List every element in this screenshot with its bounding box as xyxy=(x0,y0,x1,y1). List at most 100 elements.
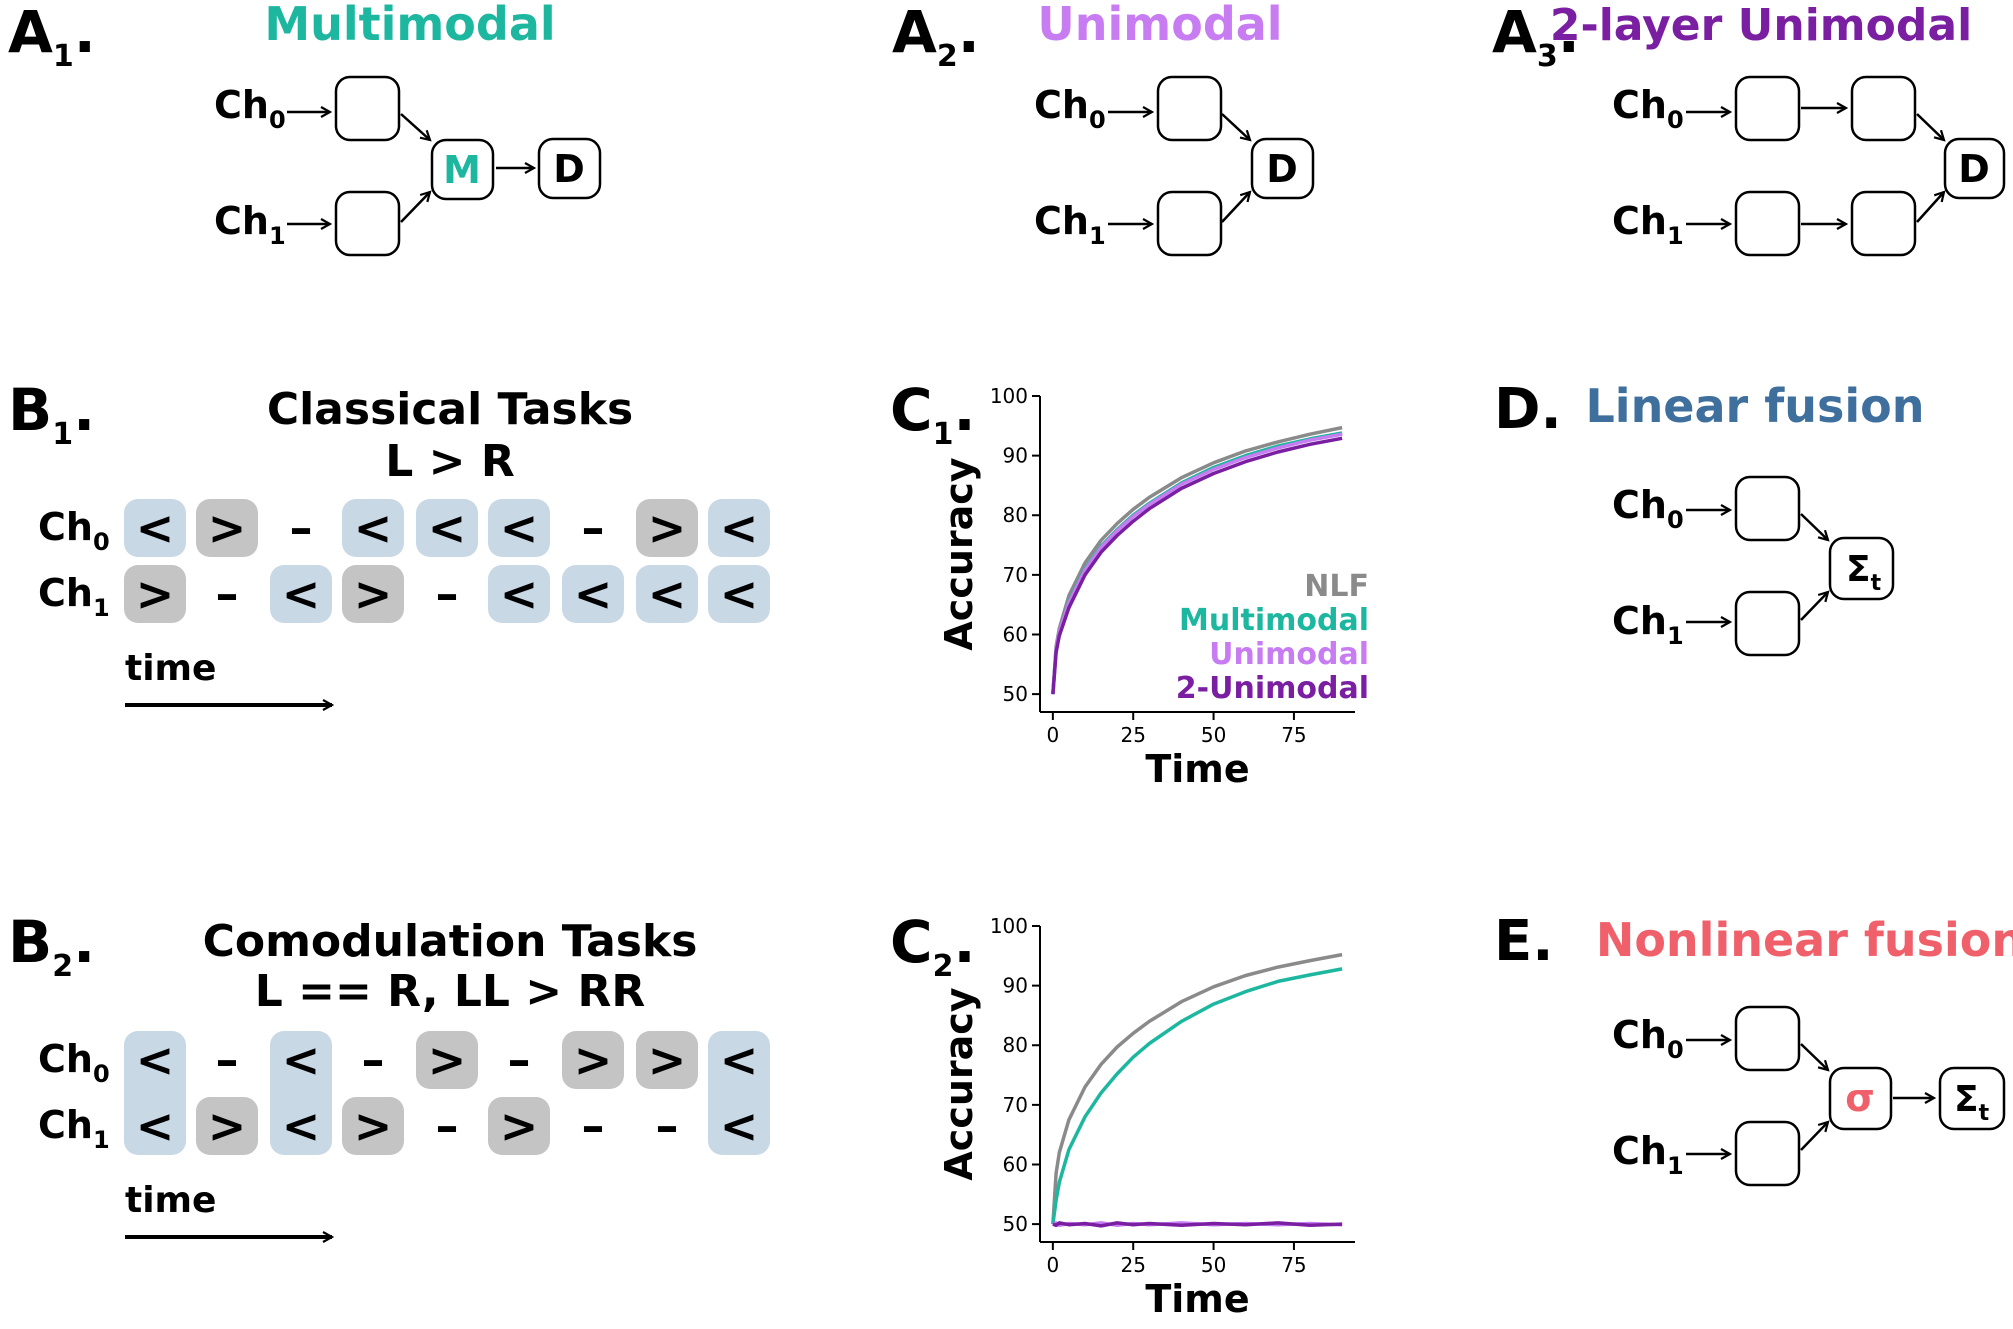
e-ch0-label: Ch0 xyxy=(1612,1013,1684,1064)
e-unit0-to-sigma-arrow xyxy=(1800,1043,1828,1070)
b1-seq-symbol-0-4: < xyxy=(428,501,467,555)
chart-c1-xtick-label-1: 25 xyxy=(1120,723,1145,747)
a3-unit-1a xyxy=(1734,190,1801,257)
a1-unit-1 xyxy=(334,190,401,257)
b1-seq-cell-bg-1-6 xyxy=(562,565,624,623)
a2-ch1-label: Ch1 xyxy=(1034,199,1106,250)
chart-c1-xtick-label-0: 0 xyxy=(1046,723,1059,747)
b2-seq-joint-bg-2 xyxy=(270,1031,332,1155)
b2-seq-cell-bg-1-1 xyxy=(196,1097,258,1155)
panel-a2-letter: A2. xyxy=(892,0,980,74)
b2-seq-symbol-1-8: < xyxy=(720,1099,759,1153)
a1-fusion-node-label: M xyxy=(443,148,481,192)
chart-c2-xtick-label-3: 75 xyxy=(1281,1253,1306,1277)
b1-seq-symbol-1-8: < xyxy=(720,567,759,621)
b1-seq-symbol-1-0: > xyxy=(136,567,175,621)
chart-c1-xtick-label-2: 50 xyxy=(1201,723,1226,747)
b1-seq-symbol-1-3: > xyxy=(354,567,393,621)
chart-c2-ytick-label-4: 90 xyxy=(1003,974,1028,998)
b2-seq-symbol-0-2: < xyxy=(282,1033,321,1087)
e-unit-0 xyxy=(1734,1005,1801,1072)
panel-e-title: Nonlinear fusion xyxy=(1596,913,2013,967)
e-unit1-to-sigma-arrow xyxy=(1800,1122,1828,1151)
d-sum-node-label: Σt xyxy=(1846,549,1882,596)
panel-a2-title: Unimodal xyxy=(1037,0,1282,51)
panel-e: E. Nonlinear fusion Ch0 Ch1 σ Σt xyxy=(1494,909,2013,1187)
e-sum-node xyxy=(1938,1066,2006,1131)
b1-seq-cell-bg-1-7 xyxy=(636,565,698,623)
panel-d: D. Linear fusion Ch0 Ch1 Σt xyxy=(1494,377,1925,657)
b1-seq-symbol-0-6: – xyxy=(582,501,605,555)
panel-c2-letter: C2. xyxy=(890,908,976,984)
b2-seq-symbol-0-1: – xyxy=(216,1033,239,1087)
b1-seq-cell-bg-1-2 xyxy=(270,565,332,623)
chart-c1-ytick-label-1: 60 xyxy=(1003,622,1028,646)
a1-decision-node-label: D xyxy=(553,147,585,191)
b1-ch1-label: Ch1 xyxy=(38,571,110,622)
chart-c2-ytick-label-2: 70 xyxy=(1003,1093,1028,1117)
a1-ch0-label: Ch0 xyxy=(214,83,286,134)
b2-seq-joint-bg-0 xyxy=(124,1031,186,1155)
a3-unit-0b xyxy=(1850,75,1917,142)
b1-seq-cell-bg-0-5 xyxy=(488,499,550,557)
chart-c2-ytick-label-3: 80 xyxy=(1003,1033,1028,1057)
b1-seq-symbol-1-7: < xyxy=(648,567,687,621)
chart-c2-xtick-label-0: 0 xyxy=(1046,1253,1059,1277)
a1-decision-node xyxy=(537,137,602,200)
a2-ch0-label: Ch0 xyxy=(1034,83,1106,134)
panel-c1-letter: C1. xyxy=(890,376,976,452)
chart-c2-xtick-label-1: 25 xyxy=(1120,1253,1145,1277)
b1-seq-cell-bg-0-4 xyxy=(416,499,478,557)
panel-a2: A2. Unimodal Ch0 Ch1 D xyxy=(892,0,1315,257)
panel-a3-letter: A3. xyxy=(1492,0,1580,74)
b1-seq-cell-bg-0-1 xyxy=(196,499,258,557)
b1-seq-cell-bg-1-8 xyxy=(708,565,770,623)
b2-seq-cell-bg-1-3 xyxy=(342,1097,404,1155)
a2-unit-0 xyxy=(1156,75,1223,142)
b2-seq-symbol-0-4: > xyxy=(428,1033,467,1087)
a3-ch1-label: Ch1 xyxy=(1612,199,1684,250)
b2-seq-symbol-1-2: < xyxy=(282,1099,321,1153)
b1-seq-cell-bg-0-8 xyxy=(708,499,770,557)
panel-e-letter: E. xyxy=(1494,909,1554,974)
b1-seq-symbol-1-4: – xyxy=(436,567,459,621)
b2-seq-cell-bg-0-6 xyxy=(562,1031,624,1089)
panel-b1-subtitle: L > R xyxy=(385,436,514,487)
b2-seq-symbol-1-4: – xyxy=(436,1099,459,1153)
b1-seq-symbol-1-6: < xyxy=(574,567,613,621)
panel-b1: B1. Classical Tasks L > R Ch0 Ch1 <>–<<<… xyxy=(8,376,770,705)
b2-seq-symbol-1-5: > xyxy=(500,1099,539,1153)
a2-unit-1 xyxy=(1156,190,1223,257)
b2-ch0-label: Ch0 xyxy=(38,1037,110,1088)
b2-seq-symbol-1-7: – xyxy=(656,1099,679,1153)
a3-unit-0a xyxy=(1734,75,1801,142)
e-sigma-node-label: σ xyxy=(1845,1076,1875,1120)
d-unit-0 xyxy=(1734,475,1801,542)
b2-seq-symbol-0-8: < xyxy=(720,1033,759,1087)
chart-c1-ytick-label-5: 100 xyxy=(990,384,1028,408)
panel-b2-subtitle: L == R, LL > RR xyxy=(255,966,645,1017)
a2-decision-node xyxy=(1250,137,1315,200)
a3-unit0-to-d-arrow xyxy=(1916,113,1944,140)
chart-c1-legend-1: Multimodal xyxy=(1179,603,1369,638)
b2-seq-symbol-1-1: > xyxy=(208,1099,247,1153)
b2-seq-symbol-1-6: – xyxy=(582,1099,605,1153)
chart-c1-ytick-label-3: 80 xyxy=(1003,503,1028,527)
b1-seq-symbol-0-0: < xyxy=(136,501,175,555)
b1-sequence-grid: <>–<<<–><>–<>–<<<< xyxy=(124,499,770,623)
panel-a1: A1. Multimodal Ch0 Ch1 M D xyxy=(8,0,602,257)
b1-time-label: time xyxy=(125,648,216,689)
chart-c2-ytick-label-1: 60 xyxy=(1003,1152,1028,1176)
b1-seq-symbol-1-1: – xyxy=(216,567,239,621)
a3-unit-1b xyxy=(1850,190,1917,257)
panel-a3-title: 2-layer Unimodal xyxy=(1550,0,1972,51)
d-unit0-to-sum-arrow xyxy=(1800,513,1828,540)
b2-ch1-label: Ch1 xyxy=(38,1103,110,1154)
d-ch0-label: Ch0 xyxy=(1612,483,1684,534)
chart-c2-ytick-label-0: 50 xyxy=(1003,1212,1028,1236)
a2-unit0-to-d-arrow xyxy=(1221,113,1250,140)
e-sigma-node xyxy=(1828,1066,1893,1131)
